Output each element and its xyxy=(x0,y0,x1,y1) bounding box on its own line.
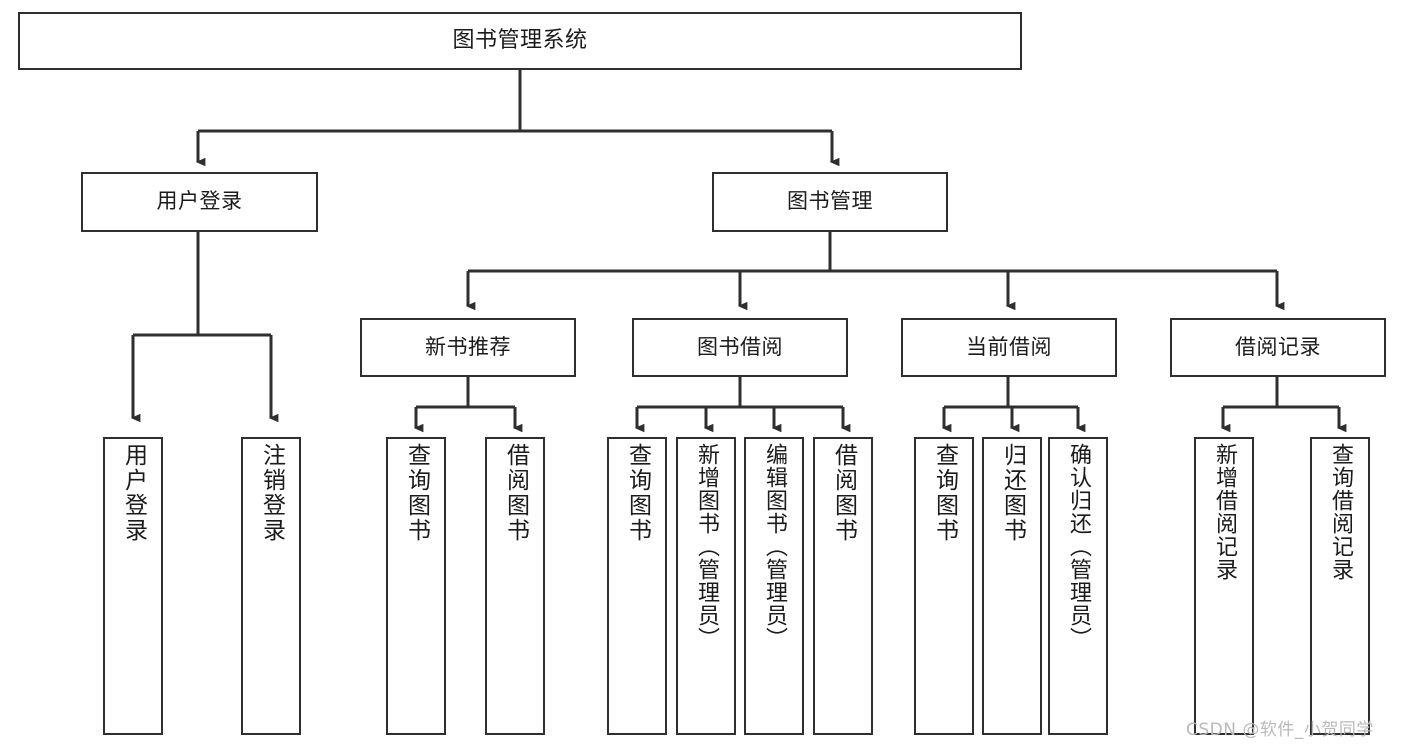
node-root-system[interactable]: 图书管理系统 xyxy=(18,12,1022,70)
node-user-login[interactable]: 用户登录 xyxy=(81,172,318,232)
node-label: 查询图书 xyxy=(403,443,430,543)
node-label: 当前借阅 xyxy=(966,334,1052,359)
leaf-recommend-query-book[interactable]: 查询图书 xyxy=(386,437,446,735)
node-label: 图书借阅 xyxy=(697,334,783,359)
leaf-recommend-borrow-book[interactable]: 借阅图书 xyxy=(485,437,545,735)
leaf-borrow-add-book-admin[interactable]: 新增图书（管理员） xyxy=(676,437,736,735)
node-label: 编辑图书（管理员） xyxy=(762,443,787,650)
node-label: 查询图书 xyxy=(624,443,651,543)
leaf-user-login[interactable]: 用户登录 xyxy=(103,437,163,735)
node-current-borrow[interactable]: 当前借阅 xyxy=(901,318,1117,377)
node-new-book-recommend[interactable]: 新书推荐 xyxy=(360,318,576,377)
node-book-borrow[interactable]: 图书借阅 xyxy=(632,318,848,377)
node-label: 新增借阅记录 xyxy=(1212,443,1237,581)
node-label: 注销登录 xyxy=(258,443,285,543)
leaf-record-add-record[interactable]: 新增借阅记录 xyxy=(1194,437,1254,735)
csdn-watermark: CSDN @软件_小贺同学 xyxy=(1186,720,1374,740)
node-label: 新增图书（管理员） xyxy=(694,443,719,650)
node-label: 查询图书 xyxy=(931,443,958,543)
leaf-current-confirm-return-admin[interactable]: 确认归还（管理员） xyxy=(1048,437,1108,735)
leaf-user-logout[interactable]: 注销登录 xyxy=(241,437,301,735)
node-book-management[interactable]: 图书管理 xyxy=(712,172,948,232)
leaf-current-query-book[interactable]: 查询图书 xyxy=(914,437,974,735)
leaf-current-return-book[interactable]: 归还图书 xyxy=(982,437,1042,735)
node-label: 借阅记录 xyxy=(1235,334,1321,359)
node-label: 图书管理系统 xyxy=(452,27,588,53)
node-label: 图书管理 xyxy=(787,189,873,214)
node-label: 新书推荐 xyxy=(425,334,511,359)
node-borrow-record[interactable]: 借阅记录 xyxy=(1170,318,1386,377)
leaf-borrow-query-book[interactable]: 查询图书 xyxy=(607,437,667,735)
leaf-borrow-borrow-book[interactable]: 借阅图书 xyxy=(813,437,873,735)
node-label: 用户登录 xyxy=(156,189,243,214)
node-label: 查询借阅记录 xyxy=(1328,443,1353,581)
node-label: 用户登录 xyxy=(120,443,147,543)
node-label: 确认归还（管理员） xyxy=(1066,443,1091,650)
leaf-borrow-edit-book-admin[interactable]: 编辑图书（管理员） xyxy=(744,437,804,735)
node-label: 借阅图书 xyxy=(502,443,529,543)
leaf-record-query-record[interactable]: 查询借阅记录 xyxy=(1310,437,1370,735)
node-label: 归还图书 xyxy=(999,443,1026,543)
node-label: 借阅图书 xyxy=(830,443,857,543)
